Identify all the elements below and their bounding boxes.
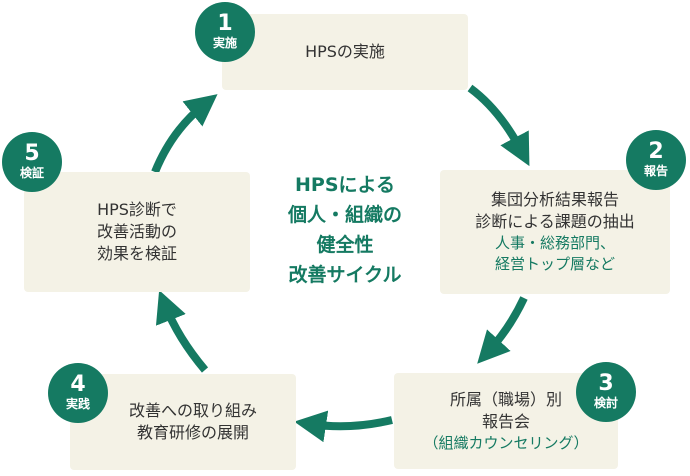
step-3-box: 所属（職場）別 報告会 （組織カウンセリング） xyxy=(394,373,618,469)
step-4-text-line: 改善への取り組み xyxy=(128,401,257,420)
cycle-title: HPSによる 個人・組織の 健全性 改善サイクル xyxy=(255,170,435,290)
step-1-label: 実施 xyxy=(212,36,237,50)
step-3-number: 3 xyxy=(598,371,614,396)
step-1-badge: 1 実施 xyxy=(195,2,255,62)
step-2-label: 報告 xyxy=(643,164,668,178)
step-1-text-line: HPSの実施 xyxy=(305,42,385,61)
step-2-number: 2 xyxy=(648,139,664,164)
cycle-title-line: HPSによる xyxy=(295,174,395,196)
step-3-text-line: 所属（職場）別 xyxy=(449,389,562,409)
step-2-text-line: 集団分析結果報告 xyxy=(490,190,619,209)
arrow-1-to-2 xyxy=(467,84,530,167)
step-4-label: 実践 xyxy=(65,397,90,411)
step-4-number: 4 xyxy=(70,372,86,397)
cycle-title-line: 個人・組織の xyxy=(287,204,402,226)
cycle-title-line: 改善サイクル xyxy=(288,264,402,286)
step-5-box: HPS診断で 改善活動の 効果を検証 xyxy=(24,172,250,292)
step-4-text-line: 教育研修の展開 xyxy=(136,423,249,442)
step-2-sub-line: 経営トップ層など xyxy=(494,255,615,273)
step-1-number: 1 xyxy=(217,11,233,36)
arrow-5-to-1 xyxy=(151,94,218,174)
step-3-label: 検討 xyxy=(593,396,618,410)
step-5-text-line: 改善活動の xyxy=(96,222,177,241)
step-2-sub-line: 人事・総務部門、 xyxy=(494,234,615,252)
step-3-text-line: 報告会 xyxy=(481,411,530,431)
step-5-badge: 5 検証 xyxy=(2,132,62,192)
step-2-badge: 2 報告 xyxy=(626,130,686,190)
step-3-badge: 3 検討 xyxy=(576,362,636,422)
step-2-box: 集団分析結果報告 診断による課題の抽出 人事・総務部門、 経営トップ層など xyxy=(440,170,670,294)
step-5-text-line: HPS診断で xyxy=(97,200,177,219)
step-5-number: 5 xyxy=(24,141,40,166)
step-5-text-line: 効果を検証 xyxy=(96,244,177,263)
step-4-badge: 4 実践 xyxy=(48,363,108,423)
cycle-title-line: 健全性 xyxy=(316,234,374,256)
step-1-box: HPSの実施 xyxy=(222,14,468,90)
arrow-3-to-4 xyxy=(294,410,393,443)
step-2-text-line: 診断による課題の抽出 xyxy=(475,212,635,231)
step-5-label: 検証 xyxy=(19,166,44,180)
step-3-sub-line: （組織カウンセリング） xyxy=(423,433,589,452)
arrow-2-to-3 xyxy=(477,296,528,364)
arrow-4-to-5 xyxy=(155,290,209,373)
